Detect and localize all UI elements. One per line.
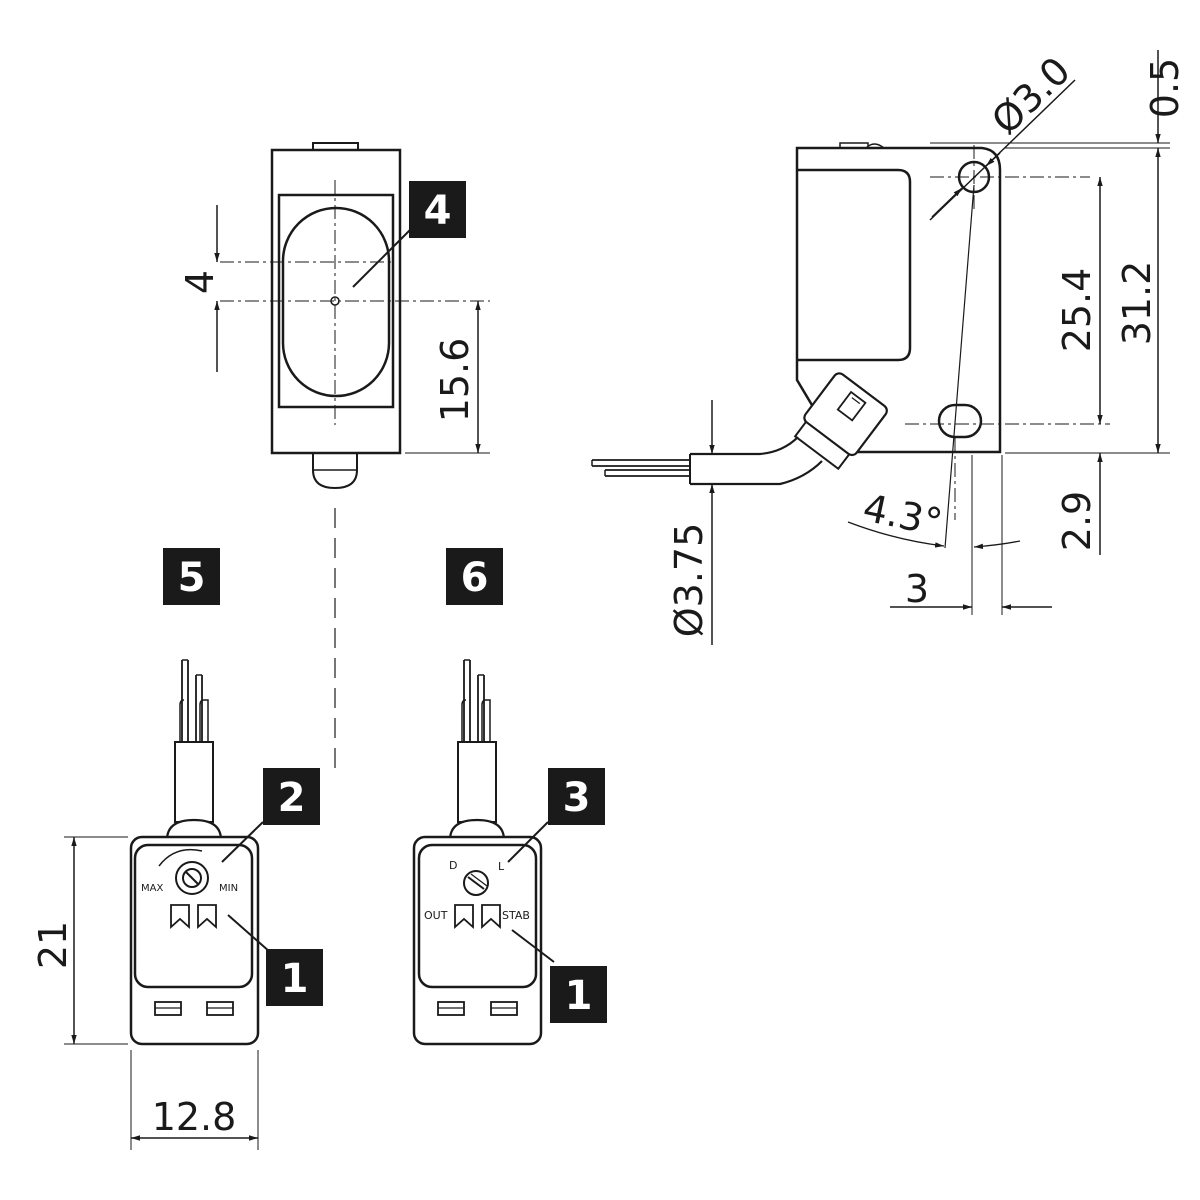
- view5-cable-gland: [165, 818, 223, 841]
- callout-badge-4: 4: [409, 181, 466, 238]
- side-top-tab: [839, 142, 885, 149]
- view6-cable-gland: [448, 818, 506, 841]
- svg-text:1: 1: [281, 956, 309, 1002]
- svg-text:5: 5: [178, 555, 206, 601]
- stab-label: STAB: [502, 909, 530, 922]
- callout-4-leader: [352, 227, 413, 288]
- view5-wire-inner: [179, 699, 209, 742]
- front-cable-gland: [312, 453, 358, 490]
- dim-15-6-label: 15.6: [433, 338, 477, 423]
- dim-12-8-label: 12.8: [152, 1095, 237, 1139]
- callout-1-leader-view5: [227, 914, 271, 953]
- view5-housing: [129, 835, 260, 1046]
- callout-badge-1-view5: 1: [266, 949, 323, 1006]
- view6-wires: [463, 660, 485, 742]
- side-cable-gland: [793, 372, 888, 471]
- top-view-6: [412, 659, 555, 1046]
- view6-indicator-window: [417, 843, 538, 989]
- dim-2-9-label: 2.9: [1055, 491, 1099, 551]
- view5-wires: [181, 660, 203, 742]
- view5-cable-jacket: [174, 741, 214, 823]
- dim-3-75-label: Ø3.75: [667, 523, 711, 638]
- mounting-slot: [937, 403, 983, 439]
- svg-text:6: 6: [461, 555, 489, 601]
- svg-text:2: 2: [278, 775, 306, 821]
- view6-wire-inner: [461, 699, 491, 742]
- view5-indicator-window: [133, 843, 254, 989]
- dim-25-4-label: 25.4: [1055, 268, 1099, 353]
- svg-text:4: 4: [424, 188, 452, 234]
- callout-2-leader: [221, 821, 264, 863]
- callout-badge-3: 3: [548, 768, 605, 825]
- dim-21-label: 21: [31, 921, 75, 969]
- svg-text:1: 1: [565, 973, 593, 1019]
- sensitivity-dial-icon: [175, 861, 209, 895]
- slot-angled-line: [944, 184, 975, 549]
- callout-3-leader: [507, 821, 549, 863]
- side-view: [591, 50, 1170, 645]
- callout-badge-1-view6: 1: [550, 966, 607, 1023]
- top-view-5: [64, 659, 271, 1150]
- led-stability-icon-6: [481, 904, 501, 930]
- led-output-icon-6: [454, 904, 474, 930]
- side-housing: [795, 146, 1002, 454]
- svg-text:3: 3: [563, 775, 591, 821]
- callout-badge-6: 6: [446, 548, 503, 605]
- side-cable-jacket: [690, 436, 823, 486]
- side-wires: [592, 459, 690, 477]
- dim-31-2-label: 31.2: [1115, 261, 1159, 346]
- view6-cable-jacket: [457, 741, 497, 823]
- max-label: MAX: [141, 883, 163, 894]
- front-lens: [281, 206, 391, 398]
- led-stability-icon: [197, 904, 217, 930]
- callout-badge-2: 2: [263, 768, 320, 825]
- side-front-window: [797, 168, 912, 362]
- callout-1-leader-view6: [511, 929, 555, 963]
- front-top-tab: [312, 142, 359, 151]
- dim-3-0-label: Ø3.0: [983, 48, 1079, 142]
- d-label: D: [449, 859, 457, 872]
- dim-3-label: 3: [905, 567, 929, 611]
- front-view: [214, 142, 490, 490]
- dim-4-label: 4: [178, 270, 222, 294]
- min-label: MIN: [219, 883, 238, 894]
- view6-housing: [412, 835, 543, 1046]
- led-output-icon: [170, 904, 190, 930]
- l-label: L: [498, 860, 505, 873]
- dim-4-3-deg-label: 4.3°: [859, 486, 946, 546]
- out-label: OUT: [424, 909, 448, 922]
- callout-badge-5: 5: [163, 548, 220, 605]
- dim-0-5-label: 0.5: [1143, 58, 1187, 118]
- mode-switch-icon: [463, 870, 489, 896]
